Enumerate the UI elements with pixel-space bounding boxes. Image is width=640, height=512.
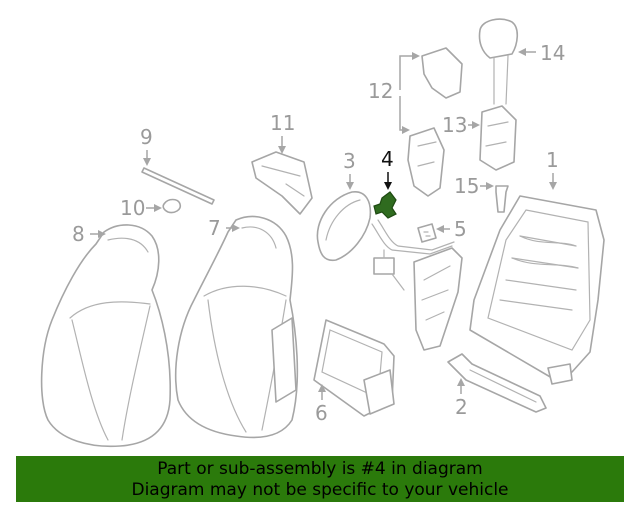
callout-15[interactable]: 15 xyxy=(454,174,494,198)
seat-parts-diagram: 8 7 9 10 11 xyxy=(40,18,605,448)
callout-label-1: 1 xyxy=(546,148,559,172)
part-2-lower-trim[interactable] xyxy=(447,353,547,413)
callout-label-12: 12 xyxy=(368,79,393,103)
callout-3[interactable]: 3 xyxy=(343,149,356,190)
callout-12[interactable]: 12 xyxy=(368,52,420,134)
part-4-highlighted[interactable] xyxy=(373,191,397,219)
callout-label-4: 4 xyxy=(381,147,394,171)
callout-6[interactable]: 6 xyxy=(315,384,328,425)
callout-10[interactable]: 10 xyxy=(120,196,162,220)
callout-label-13: 13 xyxy=(442,113,467,137)
part-14-headrest[interactable] xyxy=(478,18,519,105)
callout-label-15: 15 xyxy=(454,174,479,198)
callout-label-6: 6 xyxy=(315,401,328,425)
callout-5[interactable]: 5 xyxy=(436,217,467,241)
part-10-clip[interactable] xyxy=(162,198,182,214)
callout-label-7: 7 xyxy=(208,216,221,240)
callout-label-3: 3 xyxy=(343,149,356,173)
part-7-seat-cover[interactable] xyxy=(174,215,299,439)
callout-9[interactable]: 9 xyxy=(140,125,153,166)
callout-1[interactable]: 1 xyxy=(546,148,559,190)
callout-label-2: 2 xyxy=(455,395,468,419)
callout-label-5: 5 xyxy=(454,217,467,241)
callout-label-11: 11 xyxy=(270,111,295,135)
callout-7[interactable]: 7 xyxy=(208,216,240,240)
callout-2[interactable]: 2 xyxy=(455,378,468,419)
info-banner: Part or sub-assembly is #4 in diagram Di… xyxy=(16,456,624,502)
callout-14[interactable]: 14 xyxy=(518,41,565,65)
banner-line-part: Part or sub-assembly is #4 in diagram xyxy=(157,459,483,479)
side-frame-rail xyxy=(413,247,463,351)
part-11-side-panel[interactable] xyxy=(251,151,313,215)
callout-4[interactable]: 4 xyxy=(381,147,394,190)
part-12-upper-panel[interactable] xyxy=(407,47,463,197)
part-5-bracket[interactable] xyxy=(417,223,437,243)
banner-line-disclaimer: Diagram may not be specific to your vehi… xyxy=(131,480,509,500)
part-8-seat-cover[interactable] xyxy=(40,224,172,448)
callout-8[interactable]: 8 xyxy=(72,222,106,246)
callout-label-8: 8 xyxy=(72,222,85,246)
callout-label-14: 14 xyxy=(540,41,565,65)
wiring-harness xyxy=(371,219,455,291)
part-1-backrest-frame[interactable] xyxy=(469,195,605,385)
part-13-rear-panel[interactable] xyxy=(479,105,517,171)
part-9-trim-strip[interactable] xyxy=(141,167,215,205)
callout-label-9: 9 xyxy=(140,125,153,149)
callout-11[interactable]: 11 xyxy=(270,111,295,154)
callout-13[interactable]: 13 xyxy=(442,113,480,137)
part-6-lumbar-plate[interactable] xyxy=(313,319,395,417)
part-15-guide-sleeve[interactable] xyxy=(495,185,509,213)
callout-label-10: 10 xyxy=(120,196,145,220)
part-3-airbag-module[interactable] xyxy=(316,191,372,262)
